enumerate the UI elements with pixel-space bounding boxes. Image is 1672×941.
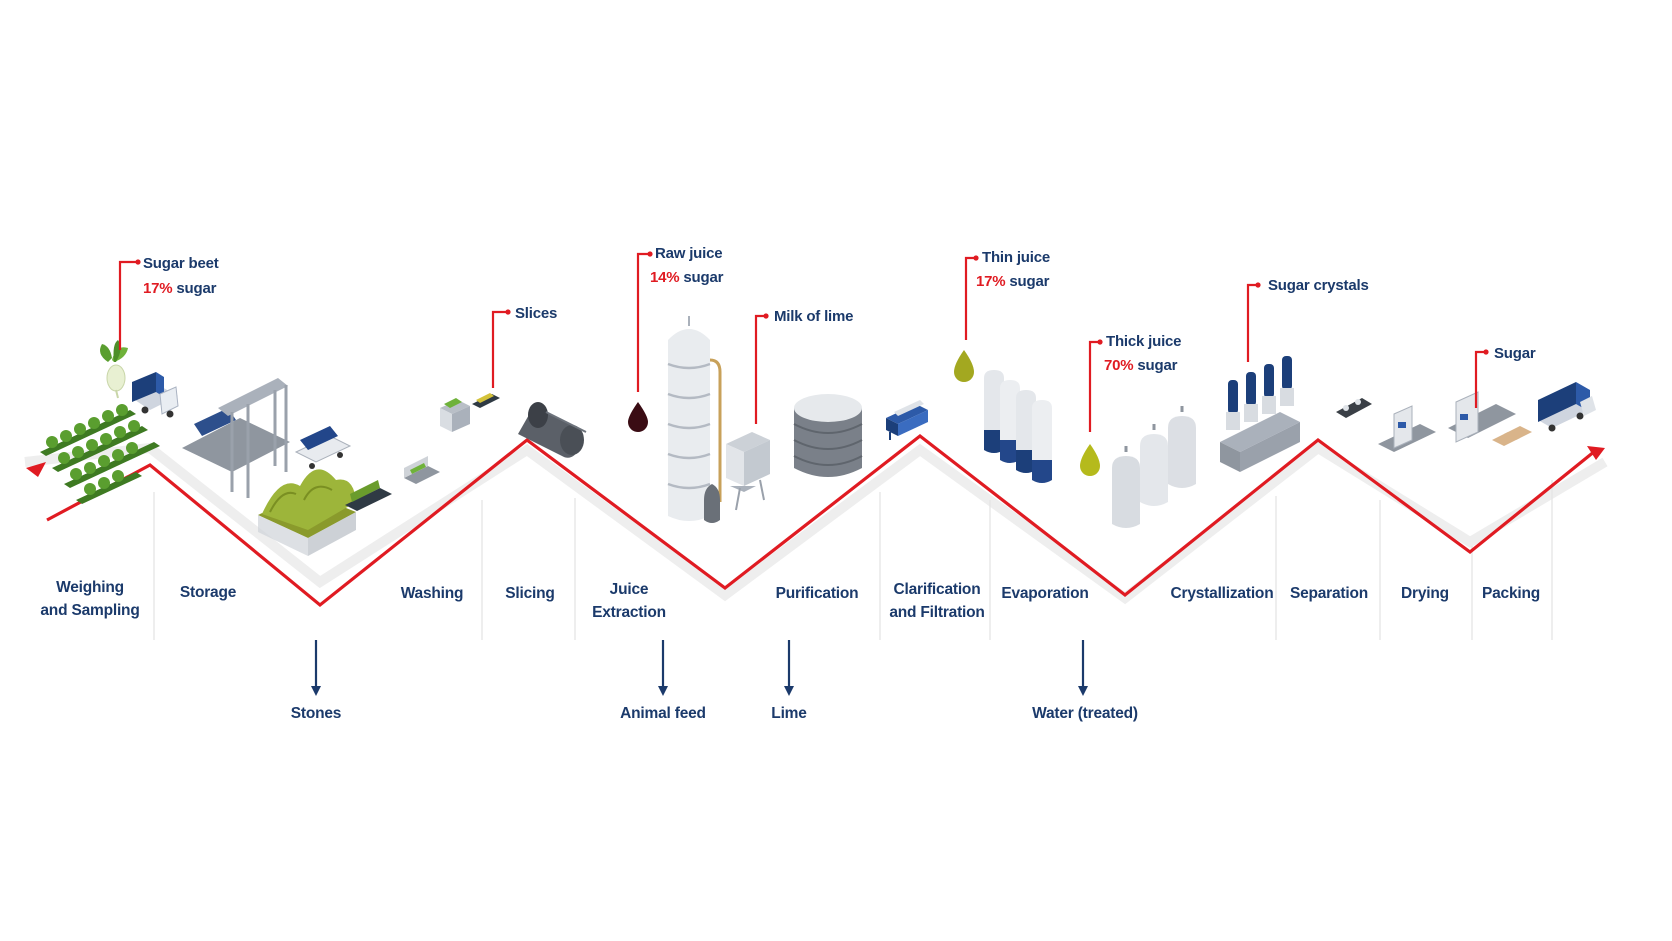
callout-unit: sugar [679, 269, 723, 286]
callout-name: Slices [515, 305, 557, 322]
callout-percent: 14% [650, 269, 679, 286]
byproduct-label: Lime [771, 705, 807, 722]
stage-storage: Storage [180, 584, 237, 601]
callout-thick-juice: Thick juice 70% sugar [1088, 333, 1182, 432]
stage-separation: Separation [1290, 585, 1368, 602]
thick-juice-drop-icon [1080, 444, 1100, 476]
byproduct-animal-feed: Animal feed [620, 640, 706, 722]
byproduct-stones: Stones [291, 640, 341, 722]
byproduct-label: Water (treated) [1032, 705, 1138, 722]
byproduct-label: Stones [291, 705, 341, 722]
callout-percent: 17% [976, 273, 1005, 290]
evaporator-icon [984, 370, 1052, 483]
crystallizer-tanks-icon [1112, 406, 1196, 528]
process-line-start-arrow [26, 462, 46, 477]
callout-name: Sugar beet [143, 255, 219, 272]
process-line [46, 433, 1597, 608]
stage-washing: Washing [401, 585, 464, 602]
dryer-icon [1336, 398, 1372, 418]
lime-filter-icon [704, 432, 770, 523]
callout-percent: 70% [1104, 357, 1133, 374]
callout-name: Thin juice [982, 249, 1050, 266]
truck-icon [132, 372, 179, 418]
byproduct-label: Animal feed [620, 705, 706, 722]
thin-juice-drop-icon [954, 350, 974, 382]
stage-clarification-line2: and Filtration [889, 604, 984, 621]
stage-packing: Packing [1482, 585, 1540, 602]
callout-name: Sugar crystals [1268, 277, 1369, 294]
raw-juice-drop-icon [628, 402, 648, 432]
beet-pile-icon [258, 469, 392, 556]
washing-machine-icon [404, 393, 500, 484]
sugar-beet-icon [100, 340, 128, 399]
callout-thin-juice: Thin juice 17% sugar [964, 249, 1050, 340]
packing-line-icon [1378, 391, 1532, 452]
stage-labels: Weighing and Sampling Storage Washing Sl… [40, 579, 1540, 621]
conveyor-storage-icon [182, 378, 352, 498]
stage-juice-extraction-line2: Extraction [592, 604, 666, 621]
stage-evaporation: Evaporation [1001, 585, 1088, 602]
svg-text:17% sugar: 17% sugar [976, 273, 1050, 290]
callout-sugar: Sugar [1474, 345, 1536, 408]
byproduct-water-treated: Water (treated) [1032, 640, 1138, 722]
callout-sugar-beet: Sugar beet 17% sugar [118, 255, 219, 350]
byproduct-lime: Lime [771, 640, 807, 722]
svg-text:17% sugar: 17% sugar [143, 280, 217, 297]
centrifuge-icon [1220, 356, 1300, 472]
callout-percent: 17% [143, 280, 172, 297]
stage-drying: Drying [1401, 585, 1449, 602]
callout-sugar-crystals: Sugar crystals [1246, 277, 1369, 362]
callout-unit: sugar [172, 280, 216, 297]
stage-purification: Purification [776, 585, 859, 602]
callout-unit: sugar [1133, 357, 1177, 374]
stage-clarification-line1: Clarification [894, 581, 981, 598]
callout-name: Raw juice [655, 245, 722, 262]
stage-slicing: Slicing [505, 585, 554, 602]
callout-name: Milk of lime [774, 308, 853, 325]
extraction-drum-icon [518, 402, 587, 458]
filter-press-icon [886, 400, 928, 440]
stage-dividers [153, 480, 1553, 640]
callout-unit: sugar [1005, 273, 1049, 290]
lime-tank-icon [793, 394, 863, 477]
stage-weighing-line1: Weighing [56, 579, 124, 596]
stage-weighing-line2: and Sampling [40, 602, 139, 619]
callout-raw-juice: Raw juice 14% sugar [636, 245, 724, 392]
callout-milk-of-lime: Milk of lime [754, 308, 853, 424]
stage-crystallization: Crystallization [1171, 585, 1274, 602]
callout-name: Thick juice [1106, 333, 1181, 350]
process-line-end-arrow [1587, 446, 1605, 460]
stage-juice-extraction-line1: Juice [610, 581, 649, 598]
extraction-tower-icon [667, 316, 722, 521]
callout-slices: Slices [491, 305, 557, 388]
beet-field-icon [40, 404, 160, 504]
svg-text:70% sugar: 70% sugar [1104, 357, 1178, 374]
callout-name: Sugar [1494, 345, 1536, 362]
delivery-truck-icon [1538, 382, 1596, 432]
svg-text:14% sugar: 14% sugar [650, 269, 724, 286]
